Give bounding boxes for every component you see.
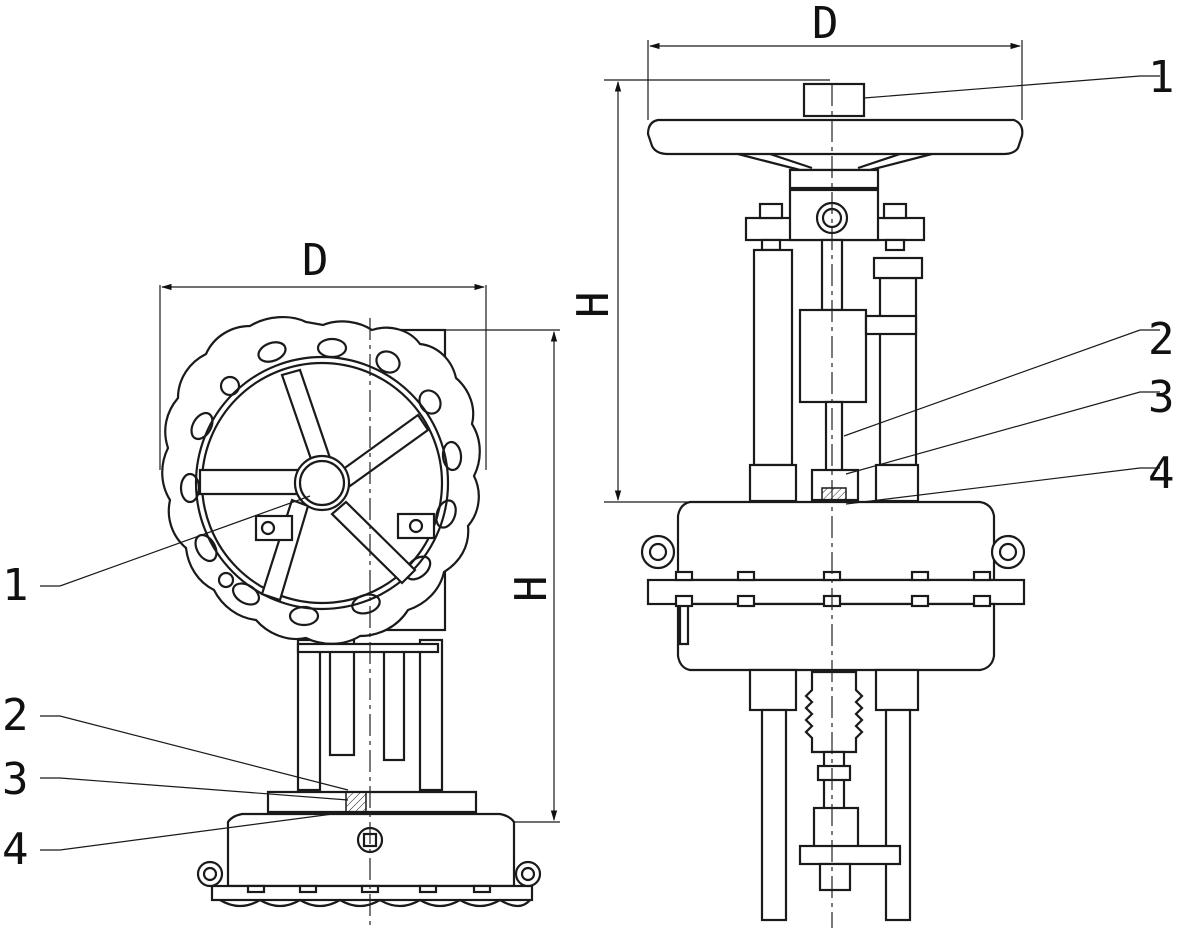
right-housing	[640, 500, 1026, 672]
left-base	[196, 790, 542, 908]
left-callout-3: 3	[2, 754, 29, 805]
left-handwheel	[161, 316, 481, 645]
right-width-label: D	[812, 0, 839, 49]
right-callout-3: 3	[1148, 372, 1175, 423]
left-callouts: 1 2 3 4	[2, 495, 349, 875]
right-top-plate	[744, 188, 926, 252]
right-view: D H	[568, 0, 1175, 928]
right-columns	[748, 248, 924, 503]
right-height-label: H	[568, 292, 619, 319]
right-handwheel	[646, 82, 1024, 190]
right-callout-1: 1	[1148, 52, 1175, 103]
left-width-label: D	[302, 235, 329, 286]
left-height-label: H	[506, 576, 557, 603]
right-dimension-d: D	[647, 0, 1023, 120]
left-callout-1: 1	[2, 560, 29, 611]
right-lower	[748, 668, 920, 922]
left-callout-2: 2	[2, 690, 29, 741]
left-view: D H	[2, 235, 560, 925]
right-callout-2: 2	[1148, 314, 1175, 365]
left-callout-4: 4	[2, 824, 29, 875]
right-dimension-h: H	[568, 79, 830, 503]
right-callout-4: 4	[1148, 448, 1175, 499]
left-dimension-d: D	[159, 235, 487, 470]
right-callouts: 1 2 3 4	[843, 52, 1175, 505]
